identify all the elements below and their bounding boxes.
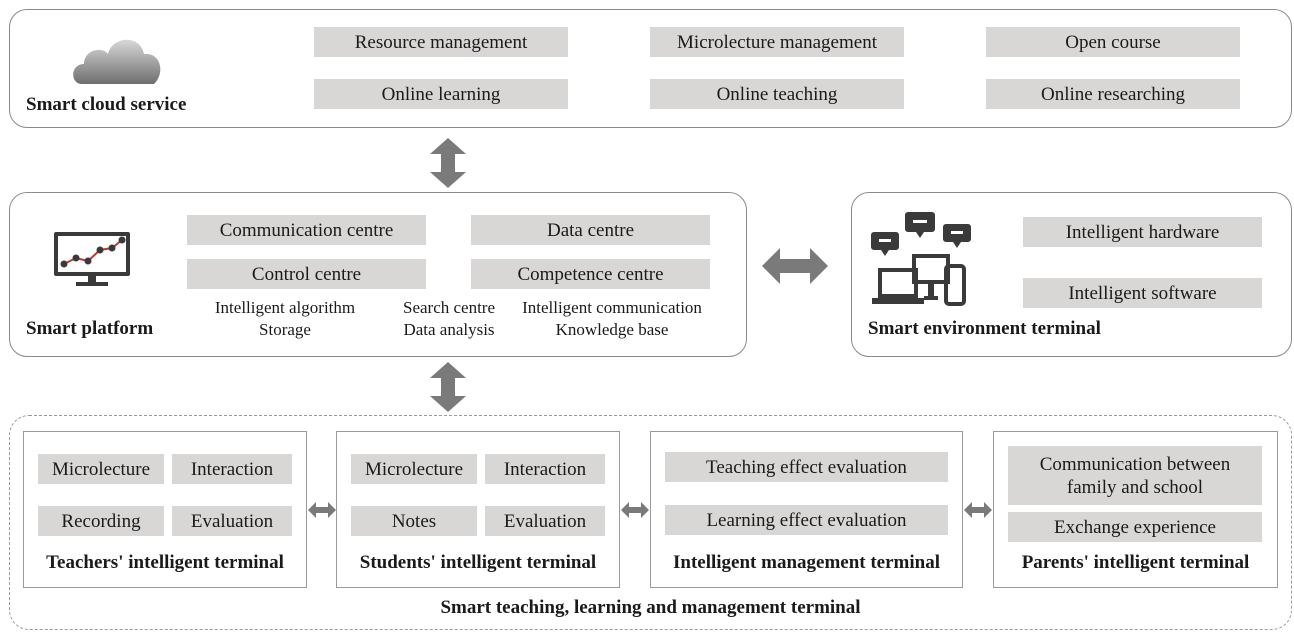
arrow-cloud-platform [430, 138, 466, 188]
smart-platform-title: Smart platform [26, 318, 154, 339]
arrow-management-parents [964, 502, 992, 518]
parents-terminal-title: Parents' intelligent terminal [1021, 552, 1250, 573]
environment-intelligent-hardware: Intelligent hardware [1023, 217, 1262, 247]
devices-icon [871, 212, 971, 306]
function-knowledge-base: Knowledge base [555, 320, 669, 339]
parents-exchange-experience: Exchange experience [1008, 512, 1262, 542]
cloud-item-open-course: Open course [986, 27, 1240, 57]
parents-communication-family-school: Communication between family and school [1008, 446, 1262, 505]
management-terminal-title: Intelligent management terminal [672, 552, 940, 573]
arrow-platform-environment [762, 248, 828, 284]
arrow-teachers-students [308, 502, 336, 518]
platform-functions-col3: Intelligent communication Knowledge base [512, 297, 712, 341]
cloud-item-online-researching: Online researching [986, 79, 1240, 109]
function-storage: Storage [259, 320, 311, 339]
cloud-item-online-learning: Online learning [314, 79, 568, 109]
cloud-icon [73, 39, 161, 84]
cloud-item-resource-management: Resource management [314, 27, 568, 57]
function-data-analysis: Data analysis [403, 320, 495, 339]
teachers-recording: Recording [38, 506, 164, 536]
environment-intelligent-software: Intelligent software [1023, 278, 1262, 308]
platform-data-centre: Data centre [471, 215, 710, 245]
platform-functions-col1: Intelligent algorithm Storage [205, 297, 365, 341]
teachers-terminal-title: Teachers' intelligent terminal [46, 552, 284, 573]
platform-functions-col2: Search centre Data analysis [395, 297, 503, 341]
arrow-students-management [621, 502, 649, 518]
students-microlecture: Microlecture [351, 454, 477, 484]
management-teaching-effect-evaluation: Teaching effect evaluation [665, 452, 948, 482]
teachers-evaluation: Evaluation [172, 506, 292, 536]
function-search-centre: Search centre [402, 298, 496, 317]
students-notes: Notes [351, 506, 477, 536]
teachers-interaction: Interaction [172, 454, 292, 484]
platform-competence-centre: Competence centre [471, 259, 710, 289]
arrow-platform-terminals [430, 362, 466, 412]
teachers-microlecture: Microlecture [38, 454, 164, 484]
terminals-container [9, 415, 1292, 630]
students-evaluation: Evaluation [485, 506, 605, 536]
function-intelligent-algorithm: Intelligent algorithm [214, 298, 356, 317]
platform-control-centre: Control centre [187, 259, 426, 289]
function-intelligent-communication: Intelligent communication [522, 298, 702, 317]
cloud-service-title: Smart cloud service [26, 94, 187, 115]
students-terminal-title: Students' intelligent terminal [359, 552, 597, 573]
smart-environment-title: Smart environment terminal [868, 318, 1101, 339]
students-interaction: Interaction [485, 454, 605, 484]
cloud-item-online-teaching: Online teaching [650, 79, 904, 109]
management-learning-effect-evaluation: Learning effect evaluation [665, 505, 948, 535]
monitor-chart-icon [54, 232, 130, 286]
cloud-item-microlecture-management: Microlecture management [650, 27, 904, 57]
platform-communication-centre: Communication centre [187, 215, 426, 245]
terminals-container-title: Smart teaching, learning and management … [440, 597, 861, 618]
